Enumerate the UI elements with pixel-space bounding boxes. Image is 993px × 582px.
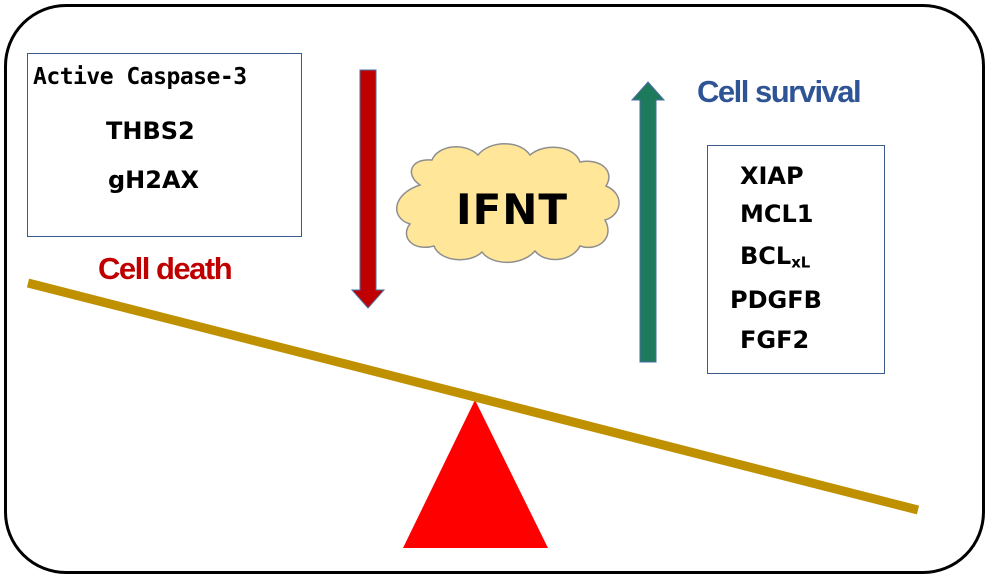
cell-death-label: Cell death <box>98 251 233 286</box>
balance-beam <box>26 278 920 515</box>
marker-xiap: XIAP <box>740 162 804 190</box>
marker-gh2ax: gH2AX <box>108 166 200 194</box>
marker-pdgfb: PDGFB <box>730 286 822 314</box>
marker-thbs2: THBS2 <box>106 117 195 145</box>
marker-bclxl: BCLxL <box>740 242 810 272</box>
cell-death-markers-box: Active Caspase-3 THBS2 gH2AX <box>27 53 302 237</box>
cell-survival-label: Cell survival <box>697 74 862 109</box>
cloud-shape <box>395 143 620 264</box>
rounded-frame <box>4 4 985 574</box>
ifnt-label: IFNT <box>455 185 569 234</box>
marker-bcl: BCL <box>740 242 792 270</box>
triangle-fulcrum-icon <box>403 400 548 548</box>
marker-bcl-subscript: xL <box>791 253 811 272</box>
arrow-down-icon <box>350 69 386 309</box>
marker-mcl1: MCL1 <box>740 200 814 228</box>
cell-survival-markers-box: XIAP MCL1 BCLxL PDGFB FGF2 <box>707 145 885 374</box>
marker-active-caspase-3: Active Caspase-3 <box>33 64 247 90</box>
marker-fgf2: FGF2 <box>740 326 810 354</box>
arrow-up-icon <box>630 81 666 363</box>
